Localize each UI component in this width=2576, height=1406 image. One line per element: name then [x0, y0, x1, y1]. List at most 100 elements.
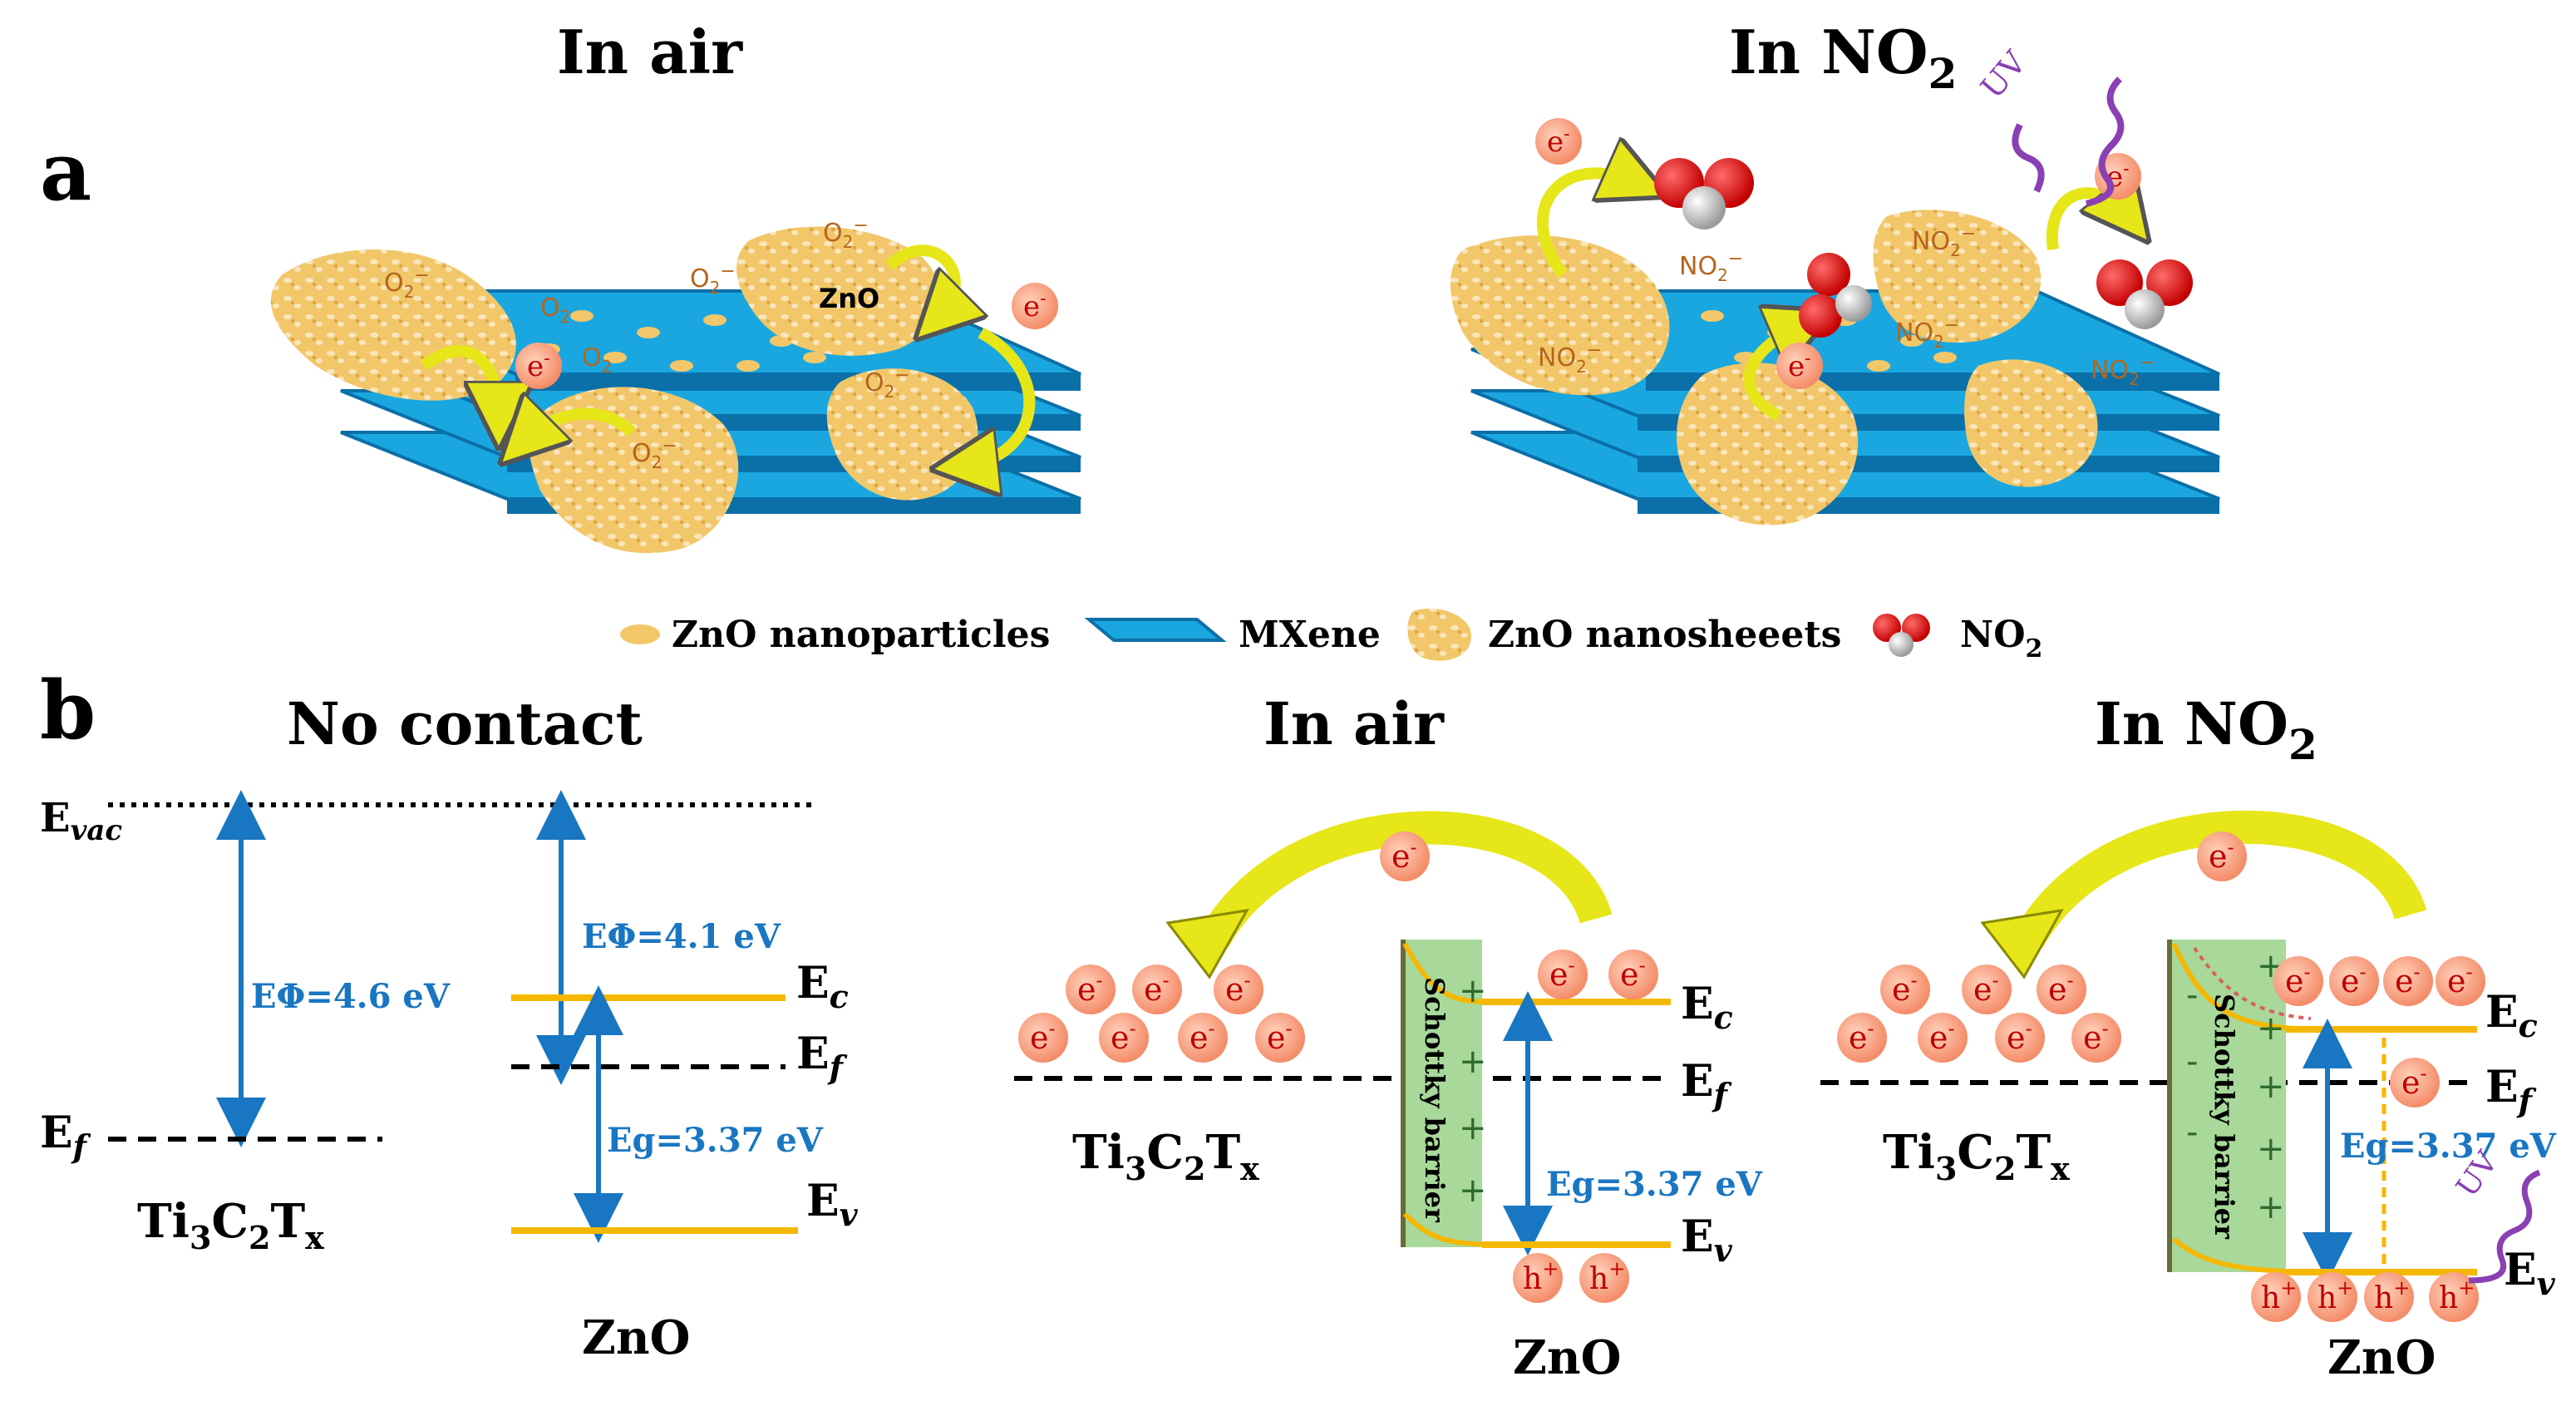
in-no2-holes: h+ h+ h+ h+: [2251, 1272, 2479, 1322]
in-no2-barrier-minus-signs: - - -: [2186, 976, 2198, 1152]
ti3c2tx-label-no2: Ti3C2Tx: [1883, 1125, 2070, 1187]
svg-text:UV: UV: [1973, 44, 2033, 106]
svg-text:e-: e-: [2447, 960, 2473, 999]
svg-text:+: +: [2257, 1068, 2285, 1106]
svg-text:NO2−: NO2−: [1679, 249, 1743, 285]
zno-label-air: ZnO: [1513, 1330, 1621, 1385]
zno-nanosheets-no2: [1451, 210, 2098, 525]
legend-zno-nanosheets: ZnO nanosheeets: [1488, 614, 1841, 656]
phi-right-label: EΦ=4.1 eV: [582, 917, 781, 956]
ti3c2tx-label-air: Ti3C2Tx: [1072, 1125, 1259, 1187]
ec-label-nc: Ec: [796, 958, 849, 1015]
in-air-holes: h+ h+: [1513, 1253, 1629, 1303]
ef-label-no2: Ef: [2485, 1062, 2537, 1119]
svg-text:O2−: O2−: [690, 261, 736, 298]
ec-label-air: Ec: [1681, 979, 1733, 1036]
ev-label-air: Ev: [1681, 1211, 1733, 1269]
panel-a-letter: a: [40, 125, 91, 219]
in-air-electron-top: e-: [1380, 831, 1430, 881]
legend-no2: NO2: [1960, 614, 2042, 664]
in-no2-barrier-label: Schottky barrier: [2209, 994, 2240, 1240]
in-no2-electron-top: e-: [2197, 831, 2247, 881]
svg-text:e-: e-: [1023, 289, 1047, 323]
o2-minus-labels-air: O2− O2 O2 O2− O2− O2− O2−: [384, 215, 910, 472]
in-air-barrier-plus-signs: ++++: [1459, 972, 1487, 1210]
electron-air-2: e-: [1012, 283, 1058, 329]
eg-label-no2: Eg=3.37 eV: [2340, 1127, 2557, 1166]
ti3c2tx-label-nc: Ti3C2Tx: [137, 1194, 324, 1256]
panel-a-title-in-no2: In NO2: [1729, 17, 1957, 98]
in-air-title: In air: [1263, 689, 1445, 758]
ef-label-left: Ef: [40, 1108, 91, 1165]
svg-text:e-: e-: [1788, 348, 1811, 383]
in-no2-schottky-barrier: [2170, 940, 2286, 1272]
svg-text:O2: O2: [582, 343, 612, 377]
svg-text:-: -: [2186, 1113, 2198, 1152]
electron-air-1: e-: [515, 343, 562, 389]
no2-molecule-2: [1799, 253, 1872, 338]
svg-text:+: +: [2257, 1009, 2285, 1048]
ef-label-nc: Ef: [796, 1029, 848, 1086]
legend-zno-nanoparticles: ZnO nanoparticles: [672, 614, 1050, 656]
legend: ZnO nanoparticles MXene ZnO nanosheeets …: [620, 608, 2042, 664]
ec-label-no2: Ec: [2485, 987, 2538, 1044]
eg-label-nc: Eg=3.37 eV: [607, 1121, 824, 1160]
svg-text:e-: e-: [1267, 1017, 1293, 1056]
electron-no2-1: e-: [1535, 118, 1582, 165]
svg-text:O2: O2: [540, 294, 570, 327]
eg-label-air: Eg=3.37 eV: [1546, 1165, 1763, 1204]
svg-text:+: +: [1459, 1109, 1487, 1147]
svg-text:h+: h+: [1589, 1257, 1625, 1296]
svg-text:h+: h+: [2317, 1276, 2353, 1315]
zno-label-air: ZnO: [819, 283, 879, 314]
electron-transfer-arrows-air: [420, 244, 1036, 466]
svg-text:+: +: [1459, 1043, 1487, 1081]
in-air-metal-electrons: e- e- e- e- e- e- e-: [1018, 964, 1305, 1063]
svg-text:NO2−: NO2−: [1895, 315, 1959, 352]
svg-text:+: +: [1459, 972, 1487, 1010]
svg-text:+: +: [2257, 1188, 2285, 1226]
svg-text:e-: e-: [1391, 836, 1417, 875]
in-no2-transfer-arrow: [2013, 811, 2427, 949]
svg-text:e-: e-: [2007, 1017, 2032, 1056]
legend-zno-nanoparticle-icon: [620, 624, 660, 644]
svg-text:In NO2: In NO2: [1729, 17, 1957, 98]
no2-molecule-3: [2096, 259, 2193, 329]
svg-text:O2−: O2−: [384, 265, 430, 302]
no-contact-title: No contact: [287, 689, 643, 758]
svg-text:e-: e-: [527, 348, 550, 383]
svg-text:e-: e-: [1547, 124, 1570, 159]
electron-no2-2: e-: [1776, 343, 1823, 389]
in-air-cb-electrons: e- e-: [1538, 950, 1658, 999]
in-no2-title: In NO2: [2095, 689, 2317, 769]
in-no2-metal-electrons: e- e- e- e- e- e- e-: [1837, 964, 2121, 1063]
legend-mxene: MXene: [1239, 614, 1381, 656]
legend-mxene-icon: [1084, 618, 1227, 642]
svg-text:NO2−: NO2−: [1538, 340, 1602, 377]
legend-no2-icon: [1873, 614, 1930, 657]
legend-zno-nanosheet-icon: [1407, 608, 1471, 661]
svg-text:NO2−: NO2−: [2091, 353, 2155, 389]
svg-text:O2−: O2−: [864, 365, 910, 402]
panel-a-title-in-air: In air: [557, 17, 743, 87]
svg-text:NO2−: NO2−: [1912, 224, 1976, 260]
no2-minus-labels: NO2− NO2− NO2− NO2− NO2−: [1538, 224, 2155, 389]
zno-nanosheets-air: [270, 226, 978, 554]
electron-transfer-arrows-no2: [1536, 173, 2128, 422]
ev-label-nc: Ev: [806, 1176, 859, 1233]
svg-text:O2−: O2−: [632, 436, 677, 472]
svg-text:O2−: O2−: [823, 215, 869, 252]
zno-label-no2: ZnO: [2327, 1330, 2436, 1385]
svg-text:-: -: [2186, 976, 2198, 1014]
svg-text:h+: h+: [2374, 1276, 2410, 1315]
zno-label-nc: ZnO: [582, 1310, 690, 1365]
no2-molecule-1: [1654, 158, 1754, 229]
ev-label-no2: Ev: [2504, 1245, 2556, 1302]
phi-left-label: EΦ=4.6 eV: [251, 977, 451, 1016]
in-no2-barrier-plus-signs: +++++: [2257, 947, 2285, 1226]
panel-b-letter: b: [40, 664, 96, 757]
svg-text:+: +: [2257, 1130, 2285, 1168]
svg-text:-: -: [2186, 1043, 2198, 1081]
e-vac-label: Evac: [40, 795, 122, 847]
svg-text:e-: e-: [1189, 1017, 1215, 1056]
